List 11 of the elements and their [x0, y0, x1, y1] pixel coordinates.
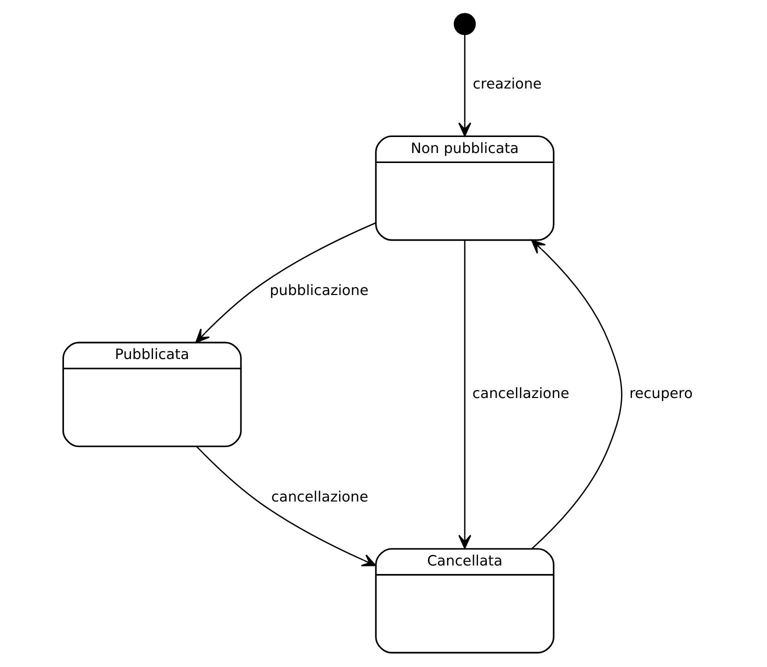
edge-label: pubblicazione [269, 282, 368, 299]
edge-label: creazione [472, 76, 542, 93]
edge-label: recupero [628, 386, 692, 402]
arrow [458, 34, 471, 137]
edge-label: cancellazione [472, 386, 569, 402]
arrow [194, 222, 376, 343]
arrow [458, 240, 471, 549]
edge-label: cancellazione [270, 489, 368, 506]
node-circle [453, 13, 476, 36]
arrow [530, 240, 622, 550]
arrow [196, 446, 376, 566]
